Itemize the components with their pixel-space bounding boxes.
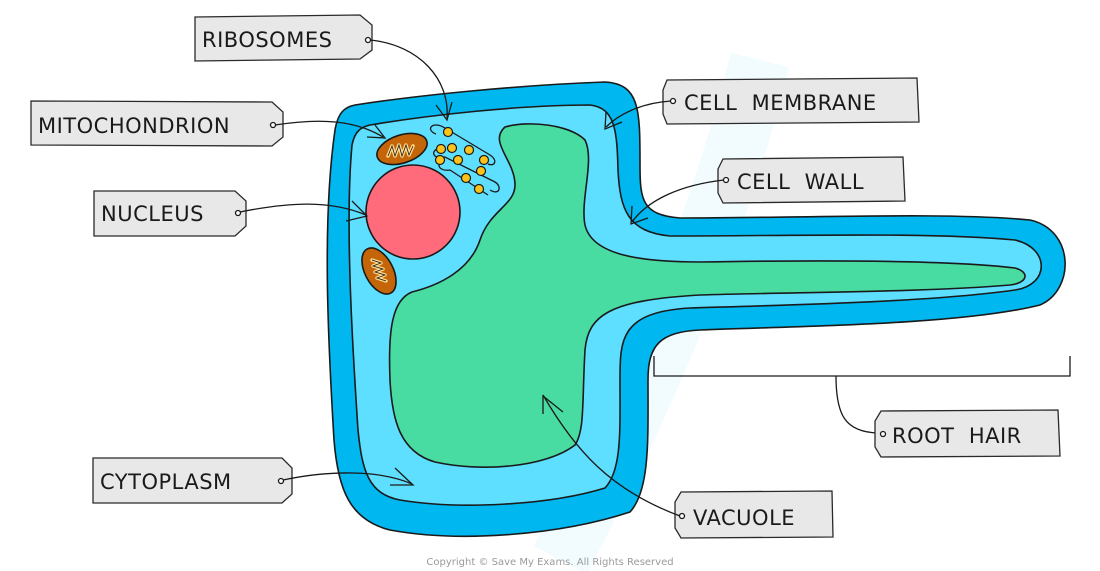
label-vacuole: VACUOLE xyxy=(542,394,834,539)
label-mitochondrion-text: MITOCHONDRION xyxy=(38,114,230,138)
label-nucleus-text: NUCLEUS xyxy=(101,202,204,226)
mitochondrion-top xyxy=(376,132,428,166)
label-ribosomes: RIBOSOMES xyxy=(194,14,453,122)
nucleus xyxy=(365,164,461,260)
mitochondrion-bottom xyxy=(361,247,397,295)
label-root-hair: ROOT HAIR xyxy=(874,409,1061,458)
root-hair-bracket xyxy=(653,356,1071,434)
label-cell-wall: CELL WALL xyxy=(630,156,906,225)
label-vacuole-text: VACUOLE xyxy=(693,506,795,530)
label-nucleus: NUCLEUS xyxy=(93,190,369,237)
ribosomes xyxy=(429,124,500,196)
label-mitochondrion: MITOCHONDRION xyxy=(30,100,387,147)
vacuole xyxy=(388,123,1026,468)
label-cytoplasm: CYTOPLASM xyxy=(92,457,415,504)
label-cell-membrane: CELL MEMBRANE xyxy=(604,77,920,130)
label-ribosomes-text: RIBOSOMES xyxy=(202,28,332,52)
label-cell-membrane-text: CELL MEMBRANE xyxy=(684,91,877,115)
label-cell-wall-text: CELL WALL xyxy=(737,170,864,194)
label-cytoplasm-text: CYTOPLASM xyxy=(100,470,232,494)
copyright-text: Copyright © Save My Exams. All Rights Re… xyxy=(426,557,673,568)
label-root-hair-text: ROOT HAIR xyxy=(892,424,1022,448)
